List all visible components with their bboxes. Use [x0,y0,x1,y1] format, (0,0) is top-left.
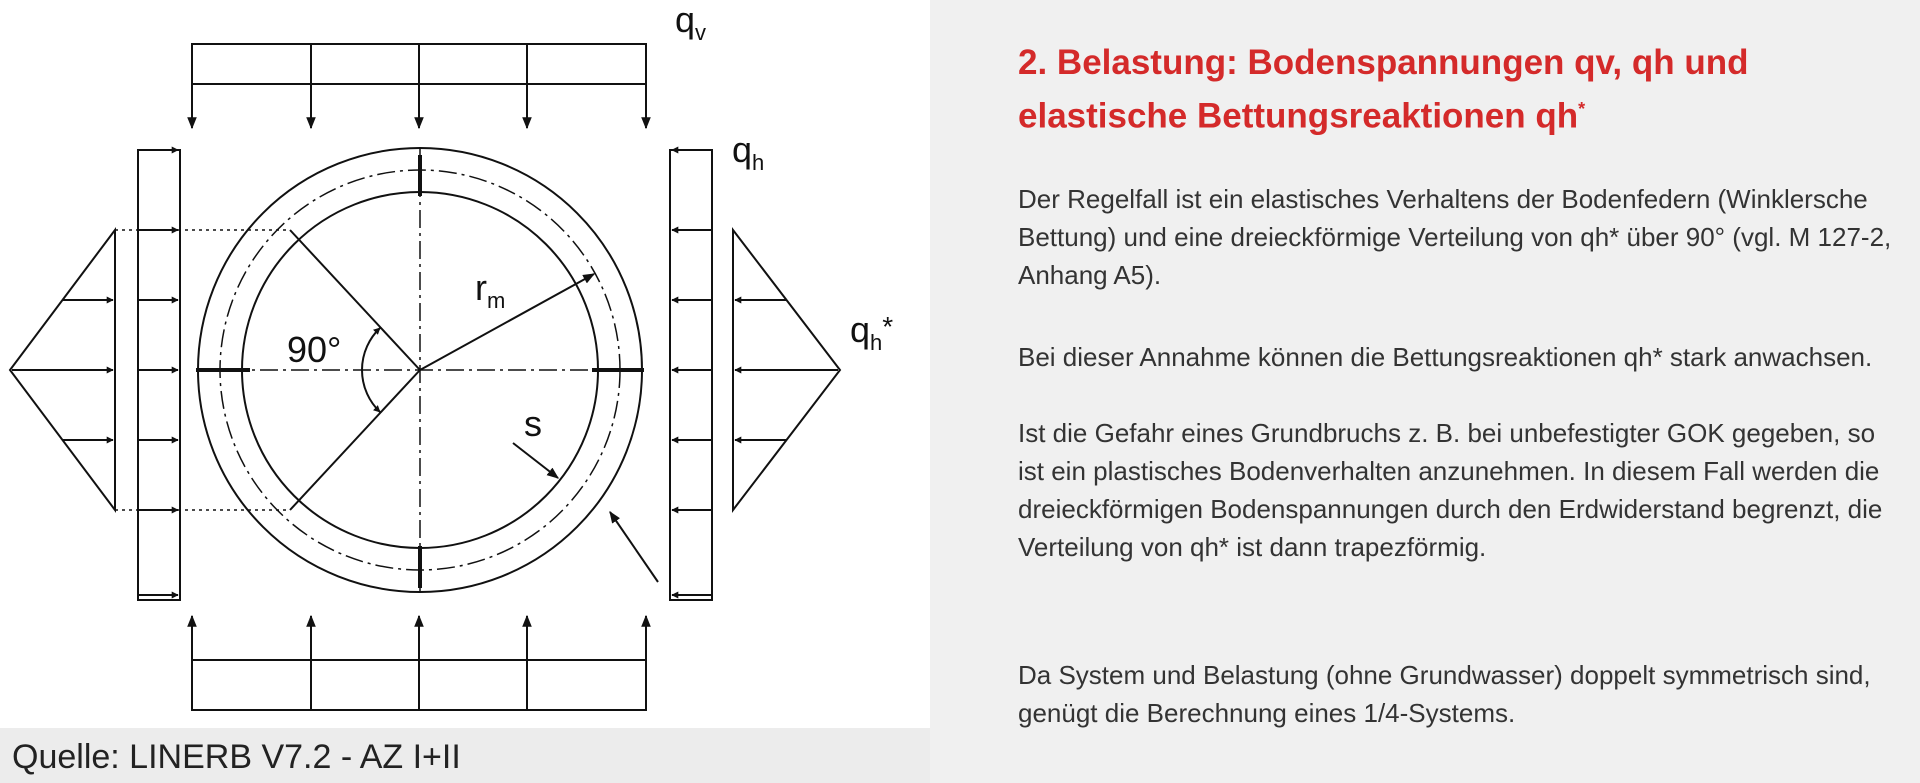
paragraph-annahme: Bei dieser Annahme können die Bettungsre… [1018,342,1873,372]
paragraph-regelfall: Der Regelfall ist ein elastisches Verhal… [1018,184,1892,290]
qh-label: qh [732,129,764,175]
source-bar [0,728,930,783]
angle-90-label: 90° [287,329,341,370]
radius-rm-arrow [419,273,596,371]
wall-thickness-label: s [524,403,542,444]
pipe-load-diagram: qv qh qh* rm 90° s [8,0,893,711]
wall-thickness-arrow [512,442,559,479]
qh-left-load-strip [137,149,181,601]
paragraph-grundbruch: Ist die Gefahr eines Grundbruchs z. B. b… [1018,418,1883,562]
paragraph-symmetrie: Da System und Belastung (ohne Grundwasse… [1018,660,1871,728]
angle-90-arc [361,327,381,413]
qh-star-label: qh* [850,309,893,355]
text-panel [930,0,1920,783]
radius-rm-label: rm [475,267,505,313]
source-caption: Quelle: LINERB V7.2 - AZ I+II [12,738,461,776]
qh-right-load-strip [669,149,713,601]
section-title: 2. Belastung: Bodenspannungen qv, qh und… [1018,43,1749,136]
qv-label: qv [675,0,706,45]
